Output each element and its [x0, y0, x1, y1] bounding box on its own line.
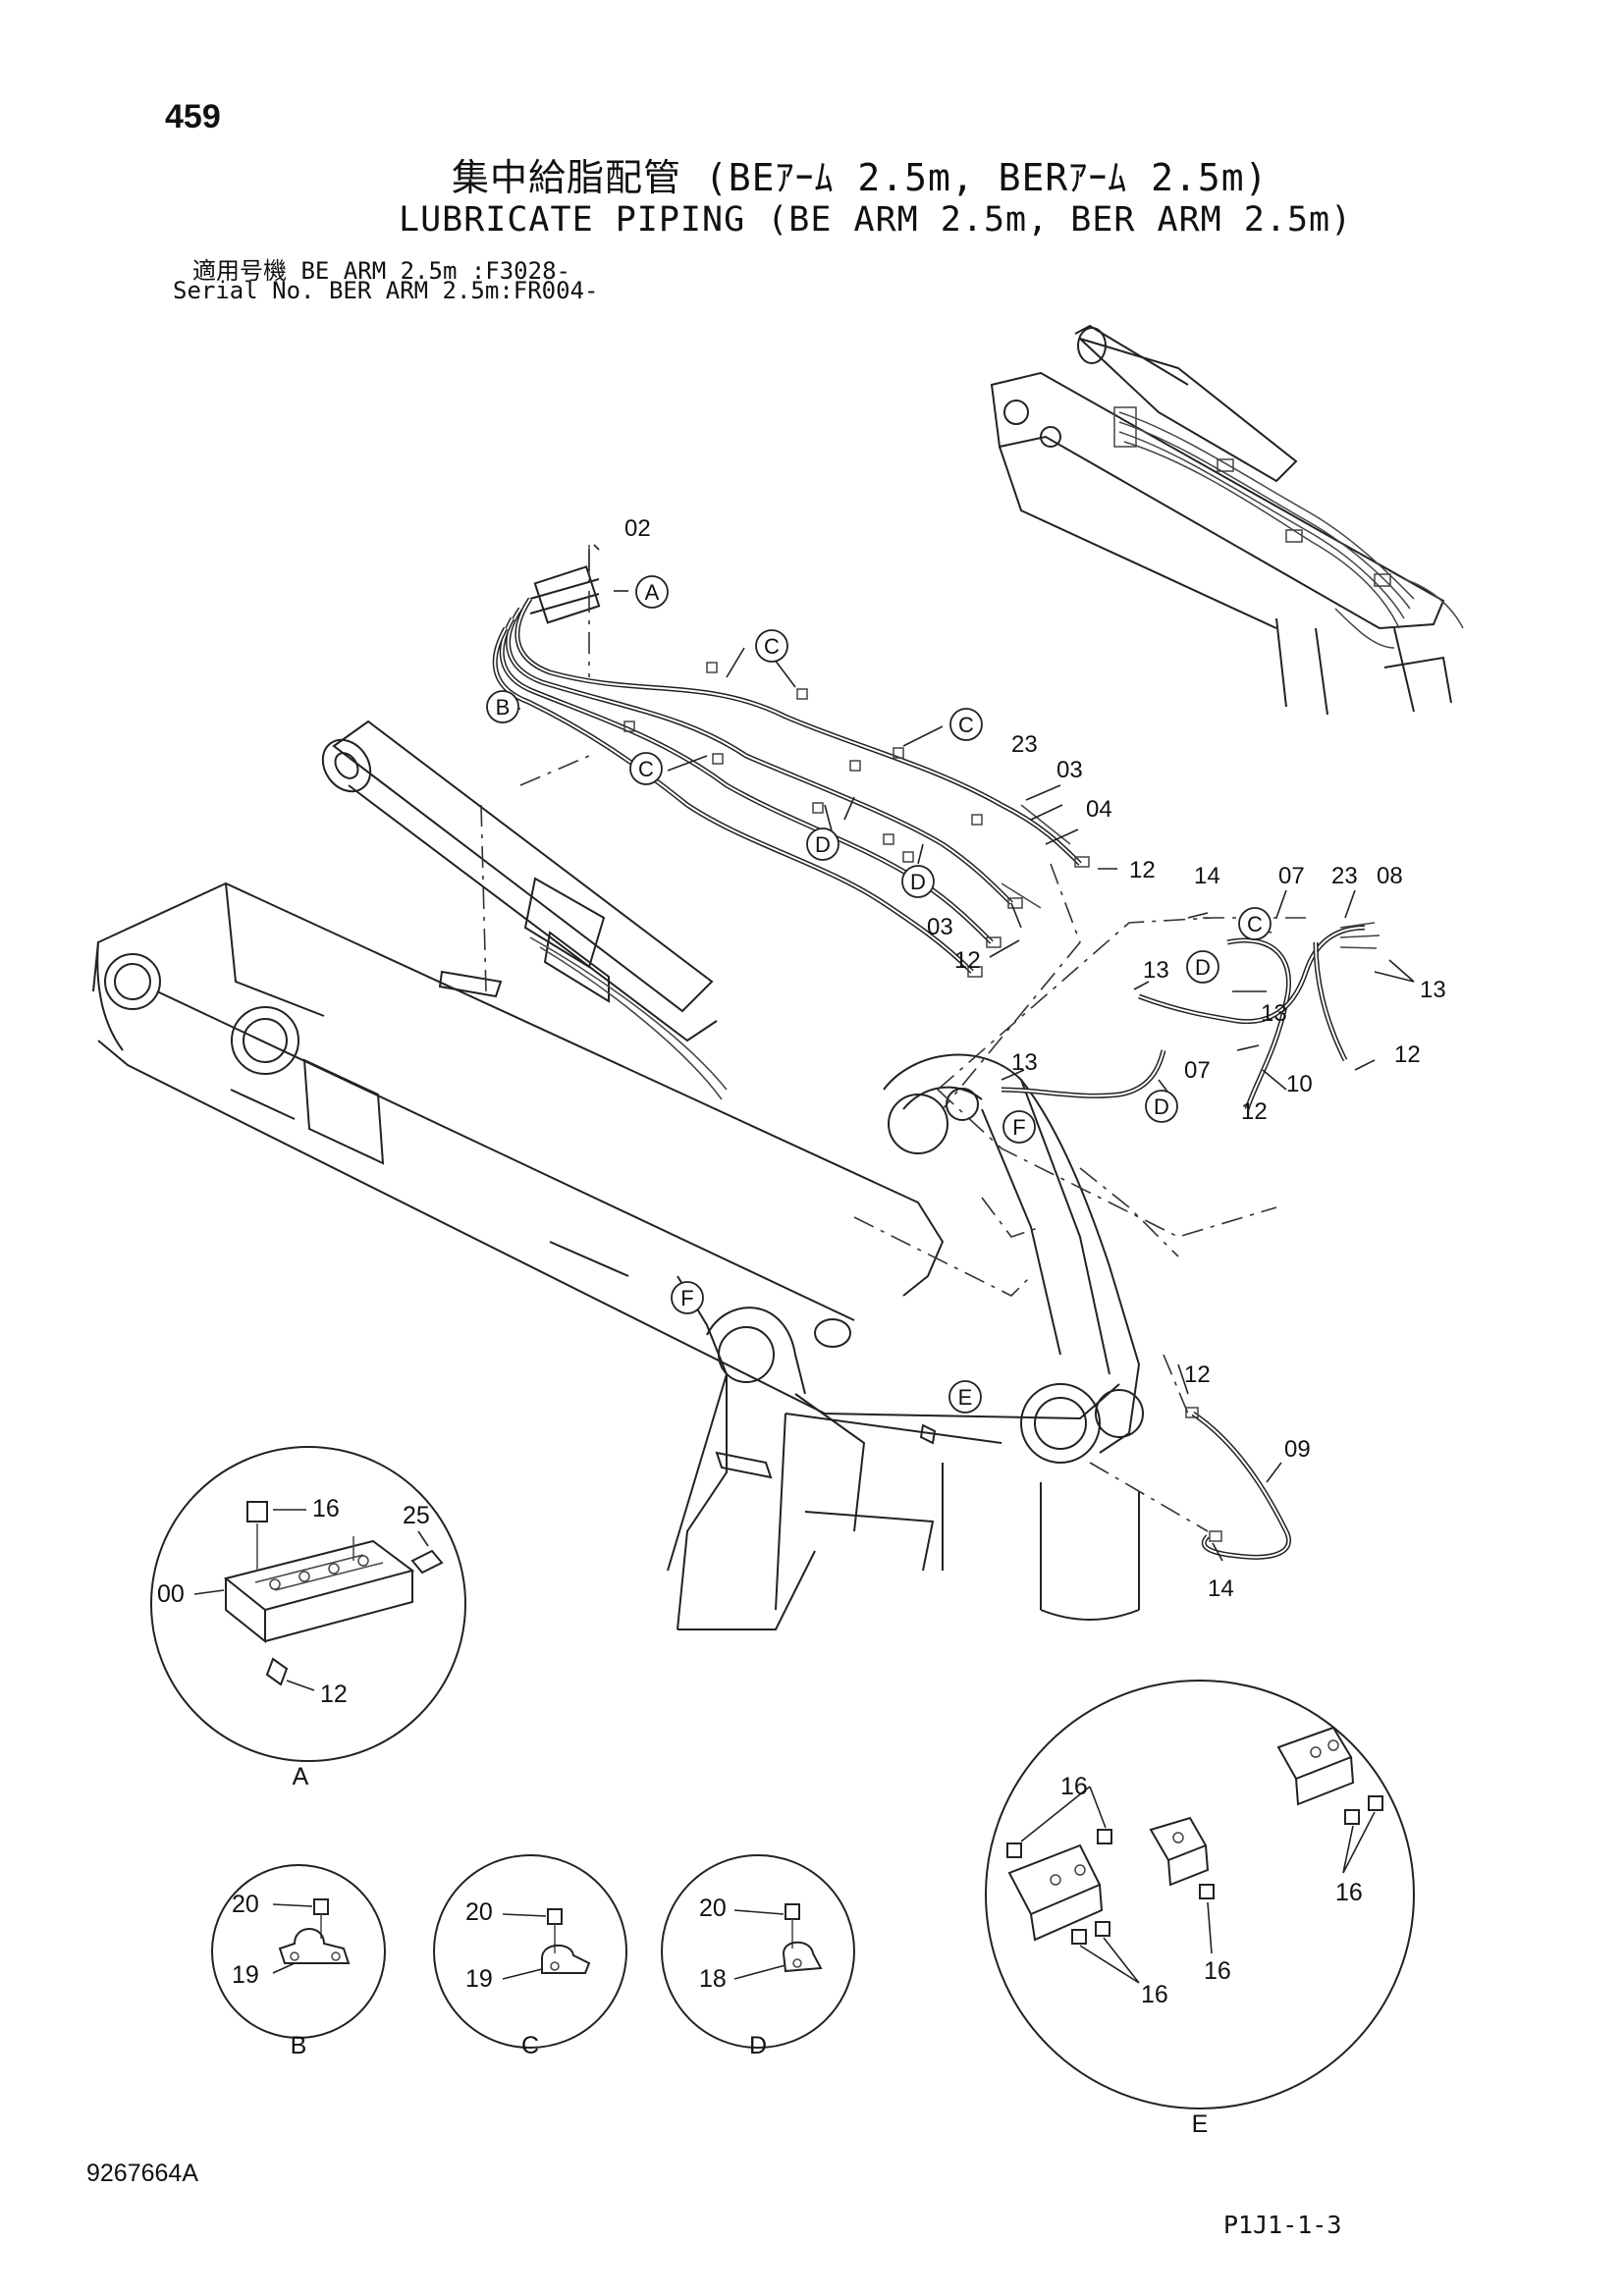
detail-b-part-20: 20: [232, 1891, 259, 1918]
part-label-09: 09: [1284, 1436, 1311, 1463]
detail-a-part-12: 12: [320, 1681, 348, 1708]
callout-c3: C: [958, 713, 974, 737]
callout-bubbles: A B C C C C D D D D E F F: [486, 575, 1272, 1414]
detail-d-part-20: 20: [699, 1895, 727, 1922]
title-japanese: 集中給脂配管 (BEｱｰﾑ 2.5m, BERｱｰﾑ 2.5m): [452, 156, 1269, 199]
detail-e-part-16-upper-left: 16: [1060, 1773, 1088, 1800]
callout-bubble-c2: [629, 752, 663, 785]
callout-d1: D: [815, 832, 831, 857]
part-label-10: 10: [1286, 1071, 1313, 1097]
detail-a: 16 25 00 12 A: [150, 1446, 466, 1790]
callout-bubble-f2: [671, 1281, 704, 1314]
detail-a-part-16: 16: [312, 1495, 340, 1522]
part-label-12-right: 12: [1394, 1041, 1421, 1068]
callout-bubble-c1: [755, 629, 788, 663]
part-label-12-boot: 12: [1184, 1362, 1211, 1388]
detail-a-part-00: 00: [157, 1580, 185, 1608]
part-label-03-upper: 03: [1056, 757, 1083, 783]
callout-bubble-d2: [901, 865, 935, 898]
page-number: 459: [165, 98, 221, 135]
lower-hose-assembly: [937, 917, 1380, 1560]
callout-d2: D: [910, 870, 926, 894]
part-label-07-lower: 07: [1184, 1057, 1211, 1084]
applicable-serial-line-2: Serial No. BER ARM 2.5m:FR004-: [173, 277, 599, 304]
part-label-12-mid: 12: [1241, 1098, 1268, 1125]
detail-c-label: C: [521, 2032, 539, 2059]
detail-e-part-16-lower-left: 16: [1141, 1981, 1168, 2008]
part-label-14-upper: 14: [1194, 863, 1220, 889]
callout-c4: C: [1247, 912, 1263, 936]
detail-c-part-20: 20: [465, 1898, 493, 1926]
detail-d-part-18: 18: [699, 1965, 727, 1993]
detail-c-part-19: 19: [465, 1965, 493, 1993]
detail-e-part-16-centre: 16: [1204, 1957, 1231, 1985]
callout-d3: D: [1195, 955, 1211, 980]
applicable-serial-line-1: 適用号機 BE ARM 2.5m :F3028-: [192, 257, 570, 285]
part-label-12-centre: 12: [954, 947, 981, 974]
detail-a-part-25: 25: [403, 1502, 430, 1529]
leader-lines: [480, 544, 1415, 1562]
callout-e: E: [958, 1385, 973, 1410]
callout-bubble-e: [948, 1380, 982, 1414]
callout-c1: C: [764, 634, 780, 659]
part-label-13-lower: 13: [1011, 1049, 1038, 1076]
detail-d: 20 18 D: [661, 1854, 855, 2059]
page-code: P1J1-1-3: [1223, 2211, 1342, 2239]
title-english: LUBRICATE PIPING (BE ARM 2.5m, BER ARM 2…: [399, 200, 1353, 240]
callout-c2: C: [638, 757, 654, 781]
part-label-13-centre: 13: [1261, 1000, 1287, 1027]
callout-bubble-c4: [1238, 907, 1272, 940]
callout-b: B: [496, 695, 511, 720]
callout-bubble-a: [635, 575, 669, 609]
callout-bubble-d3: [1186, 950, 1219, 984]
part-numbers: 02 23 03 04 12 03 12 14 07 23 08 13 13 1…: [624, 515, 1446, 1602]
detail-e: 16 16 16 16 E: [985, 1680, 1415, 2138]
part-label-07-upper: 07: [1278, 863, 1305, 889]
detail-e-label: E: [1192, 2110, 1209, 2138]
detail-b-label: B: [291, 2032, 307, 2059]
part-label-23-lower: 23: [1331, 863, 1358, 889]
detail-b: 20 19 B: [211, 1864, 386, 2059]
part-label-12-upper: 12: [1129, 857, 1156, 883]
arm-illustration: [92, 720, 1144, 1630]
callout-f1: F: [1012, 1115, 1025, 1140]
detail-c: 20 19 C: [433, 1854, 627, 2059]
drawing-number: 9267664A: [86, 2160, 199, 2187]
part-label-23-upper: 23: [1011, 731, 1038, 758]
detail-b-part-19: 19: [232, 1961, 259, 1989]
part-label-03-lower: 03: [927, 914, 953, 940]
detail-d-label: D: [749, 2032, 767, 2059]
part-label-13-right: 13: [1420, 977, 1446, 1003]
callout-bubble-c3: [949, 708, 983, 741]
callout-a: A: [645, 580, 660, 605]
overview-arm-illustration: [990, 324, 1464, 716]
callout-bubble-d4: [1145, 1090, 1178, 1123]
callout-d4: D: [1154, 1095, 1169, 1119]
detail-a-label: A: [293, 1763, 309, 1790]
callout-bubble-b: [486, 690, 519, 723]
callout-bubble-f1: [1002, 1110, 1036, 1144]
part-label-14-lower: 14: [1208, 1575, 1234, 1602]
part-label-02: 02: [624, 515, 651, 542]
upper-hose-assembly: [492, 545, 1090, 978]
part-label-08: 08: [1377, 863, 1403, 889]
detail-e-part-16-right: 16: [1335, 1879, 1363, 1906]
part-label-13-left: 13: [1143, 957, 1169, 984]
part-label-04: 04: [1086, 796, 1112, 823]
callout-f2: F: [680, 1286, 693, 1310]
callout-bubble-d1: [806, 828, 839, 861]
